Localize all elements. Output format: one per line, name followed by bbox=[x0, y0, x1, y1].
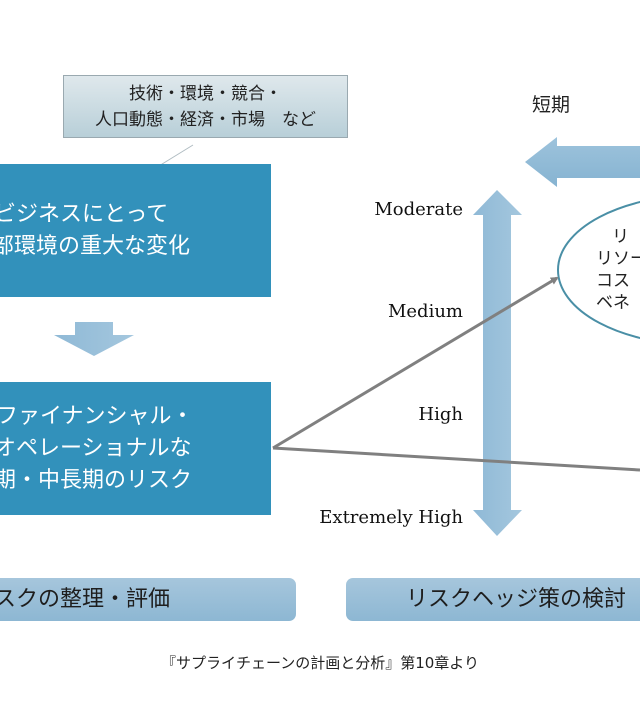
risk-hedge-label: リスクヘッジ策の検討 bbox=[346, 578, 640, 621]
change-line-1: ビジネスにとって bbox=[0, 201, 169, 227]
change-line-2: 部環境の重大な変化 bbox=[0, 233, 191, 259]
environment-change-box: ビジネスにとって 部環境の重大な変化 bbox=[0, 164, 271, 297]
risk-evaluation-label: スクの整理・評価 bbox=[0, 578, 296, 621]
environment-factors-box: 技術・環境・競合・ 人口動態・経済・市場 など bbox=[63, 75, 348, 138]
short-term-label: 短期 bbox=[532, 94, 571, 116]
severity-extremely-high: Extremely High bbox=[319, 507, 463, 528]
ellipse-line-3: コス bbox=[596, 271, 630, 291]
hedge-ellipse-text: リ リソー コス ベネ bbox=[596, 226, 640, 314]
risk-types-box: ファイナンシャル・ オペレーショナルな 期・中長期のリスク bbox=[0, 382, 271, 515]
risk-evaluation-text: スクの整理・評価 bbox=[0, 587, 171, 612]
severity-moderate: Moderate bbox=[374, 199, 463, 220]
severity-medium: Medium bbox=[387, 301, 463, 322]
down-arrow-icon bbox=[54, 322, 134, 356]
severity-high: High bbox=[418, 404, 463, 425]
risk-line-2: オペレーショナルな bbox=[0, 435, 192, 461]
ellipse-line-2: リソー bbox=[596, 249, 640, 269]
ellipse-line-4: ベネ bbox=[596, 293, 630, 313]
risk-connector-line bbox=[272, 446, 640, 472]
severity-axis-arrow-icon bbox=[473, 190, 522, 536]
ellipse-line-1: リ bbox=[612, 227, 629, 247]
risk-line-1: ファイナンシャル・ bbox=[0, 403, 194, 429]
short-term-arrow-icon bbox=[525, 137, 640, 187]
hedge-ellipse bbox=[557, 201, 640, 339]
risk-to-hedge-arrow bbox=[272, 276, 559, 450]
factors-line-2: 人口動態・経済・市場 など bbox=[95, 109, 316, 130]
risk-hedge-text: リスクヘッジ策の検討 bbox=[406, 587, 627, 612]
source-note: 『サプライチェーンの計画と分析』第10章より bbox=[160, 654, 480, 672]
risk-line-3: 期・中長期のリスク bbox=[0, 467, 193, 493]
factors-line-1: 技術・環境・競合・ bbox=[129, 83, 282, 104]
